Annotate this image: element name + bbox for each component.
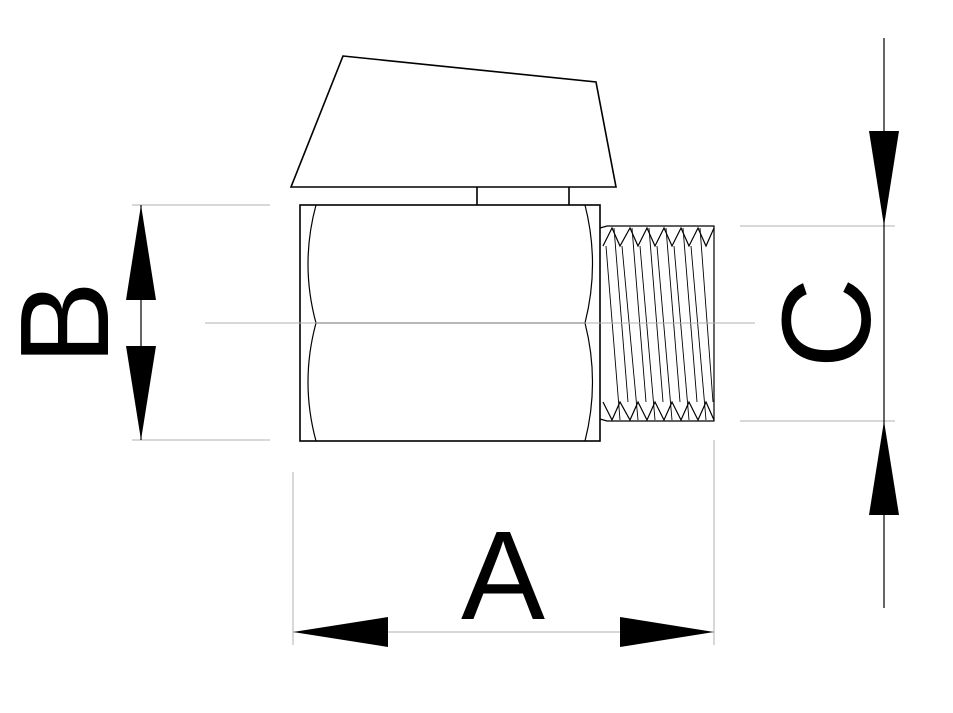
dimension-b-arrow-top <box>126 205 156 300</box>
dimension-a-arrow-right <box>620 617 714 647</box>
threaded-end <box>599 225 715 422</box>
valve-handle <box>289 55 617 205</box>
thread-top-zigzag <box>602 226 715 248</box>
dimension-c-arrow-bottom <box>869 421 899 515</box>
dimension-a-arrow-left <box>293 617 388 647</box>
dimension-b: B <box>0 204 270 441</box>
dimension-b-arrow-bottom <box>126 346 156 440</box>
dimension-c-arrow-top <box>869 131 899 226</box>
handle-stem <box>476 187 570 205</box>
handle-lever <box>289 55 617 188</box>
dimension-b-label: B <box>0 281 135 365</box>
dimension-c-label: C <box>756 278 897 369</box>
dimension-c: C <box>740 38 899 608</box>
thread-bottom-zigzag <box>602 400 715 422</box>
dimension-a: A <box>292 440 715 647</box>
dimension-a-label: A <box>461 505 545 646</box>
thread-helix-lines <box>605 227 714 421</box>
